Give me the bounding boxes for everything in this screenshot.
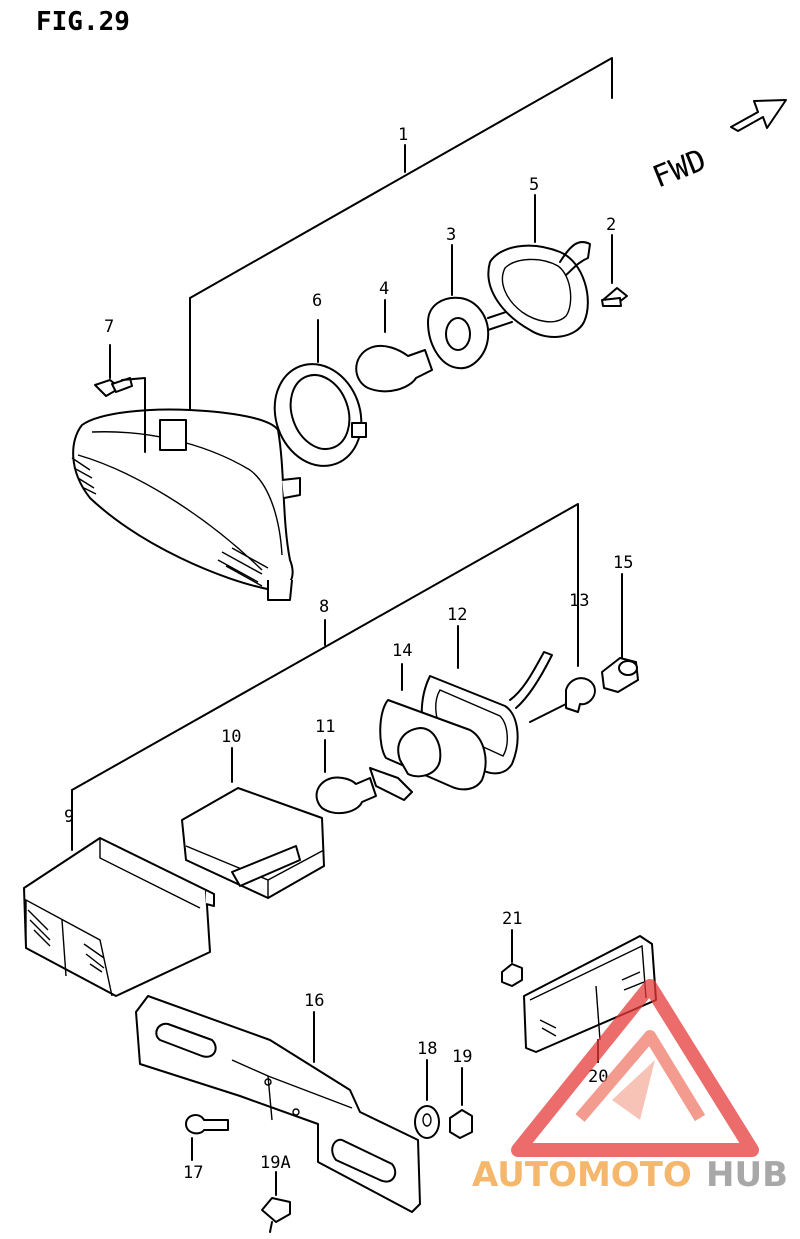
lamp-socket-14 (369, 663, 487, 801)
callout-3: 3 (446, 225, 456, 245)
watermark-text-primary: AUTOMOTO (472, 1155, 692, 1195)
bulb-11 (315, 739, 377, 815)
callout-11: 11 (315, 717, 335, 737)
callout-12: 12 (447, 605, 467, 625)
callout-19: 19 (452, 1047, 472, 1067)
callout-18: 18 (417, 1039, 437, 1059)
turn-signal-housing (71, 408, 301, 601)
washer-18 (414, 1059, 440, 1139)
nut-21 (501, 929, 523, 987)
callout-1: 1 (398, 125, 408, 145)
callout-6: 6 (312, 291, 322, 311)
nut-19 (449, 1067, 473, 1139)
tail-lamp-housing-9 (23, 837, 215, 997)
callout-16: 16 (304, 991, 324, 1011)
lens-cover-10 (181, 747, 325, 899)
callout-4: 4 (379, 279, 389, 299)
bulb-4 (355, 299, 433, 393)
socket-3 (427, 244, 513, 370)
clip-19a (261, 1171, 291, 1233)
automotohub-watermark: AUTOMOTO HUB (472, 979, 788, 1195)
fwd-label: FWD (648, 143, 711, 196)
screw-2 (601, 234, 628, 307)
upper-assembly-leaders (189, 57, 613, 411)
callout-17: 17 (183, 1163, 203, 1183)
forward-arrow-icon (730, 99, 787, 132)
bracket-plate-16 (135, 995, 421, 1213)
gasket-plate-5 (487, 194, 591, 338)
callout-19a: 19A (260, 1153, 291, 1173)
callout-8: 8 (319, 597, 329, 617)
callout-14: 14 (392, 641, 412, 661)
callout-21: 21 (502, 909, 522, 929)
callout-9: 9 (64, 807, 74, 827)
socket-ring-6 (273, 319, 367, 467)
spacer-15 (601, 573, 639, 693)
lower-assembly-leaders (71, 503, 579, 851)
callout-15: 15 (613, 553, 633, 573)
forward-direction-indicator: FWD (648, 99, 787, 196)
callout-5: 5 (529, 175, 539, 195)
callout-labels: 1 2 3 4 5 6 7 8 9 10 11 12 13 14 15 16 1… (64, 125, 633, 1183)
callout-13: 13 (569, 591, 589, 611)
figure-title: FIG.29 (36, 7, 130, 37)
grommet-13 (529, 677, 596, 723)
automotohub-logo-icon (511, 979, 759, 1157)
watermark-text-secondary: HUB (706, 1155, 788, 1195)
callout-7: 7 (104, 317, 114, 337)
screw-7 (94, 344, 146, 453)
callout-2: 2 (606, 215, 616, 235)
callout-10: 10 (221, 727, 241, 747)
bolt-17 (185, 1114, 229, 1161)
